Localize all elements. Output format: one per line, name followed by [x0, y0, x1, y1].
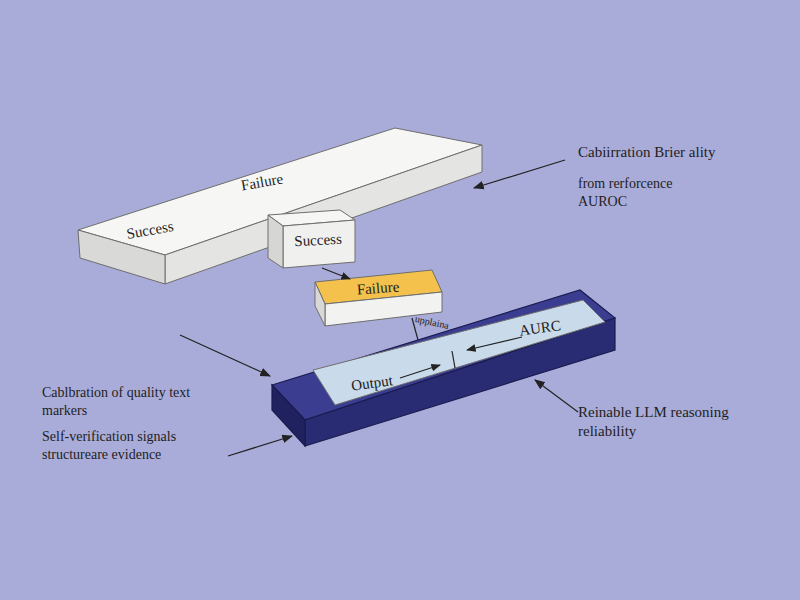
panel-arrow: [400, 365, 440, 378]
leader-line: [474, 160, 565, 188]
leader-line: [535, 380, 578, 412]
connector-label: upplaina: [414, 313, 450, 331]
box-label: Success: [294, 230, 342, 250]
annotation-text: Cabiirration Brier ality: [578, 143, 798, 162]
leader-line: [180, 335, 270, 376]
box-node: Success: [262, 205, 362, 275]
panel-arrow: [467, 337, 522, 350]
bar-end-face: [272, 385, 305, 446]
panel-tick: [452, 351, 455, 368]
box-face: [283, 220, 355, 268]
box-face: [315, 282, 325, 326]
leader-line: [228, 436, 292, 456]
annotation-text: Cablbration of quality text markers: [42, 384, 192, 420]
box-node: OutputAURC: [310, 296, 610, 408]
box-face: [165, 145, 482, 284]
connector-arrow: [322, 268, 350, 279]
annotation-text: Self-verification signals structureare e…: [42, 428, 217, 464]
box-face: [268, 215, 283, 268]
annotation-text: from rerforcence AUROC: [578, 175, 703, 211]
box-label: Failure: [356, 278, 400, 299]
box-face: [313, 300, 605, 405]
annotation-text: Reinable LLM reasoning reliability: [578, 403, 736, 441]
